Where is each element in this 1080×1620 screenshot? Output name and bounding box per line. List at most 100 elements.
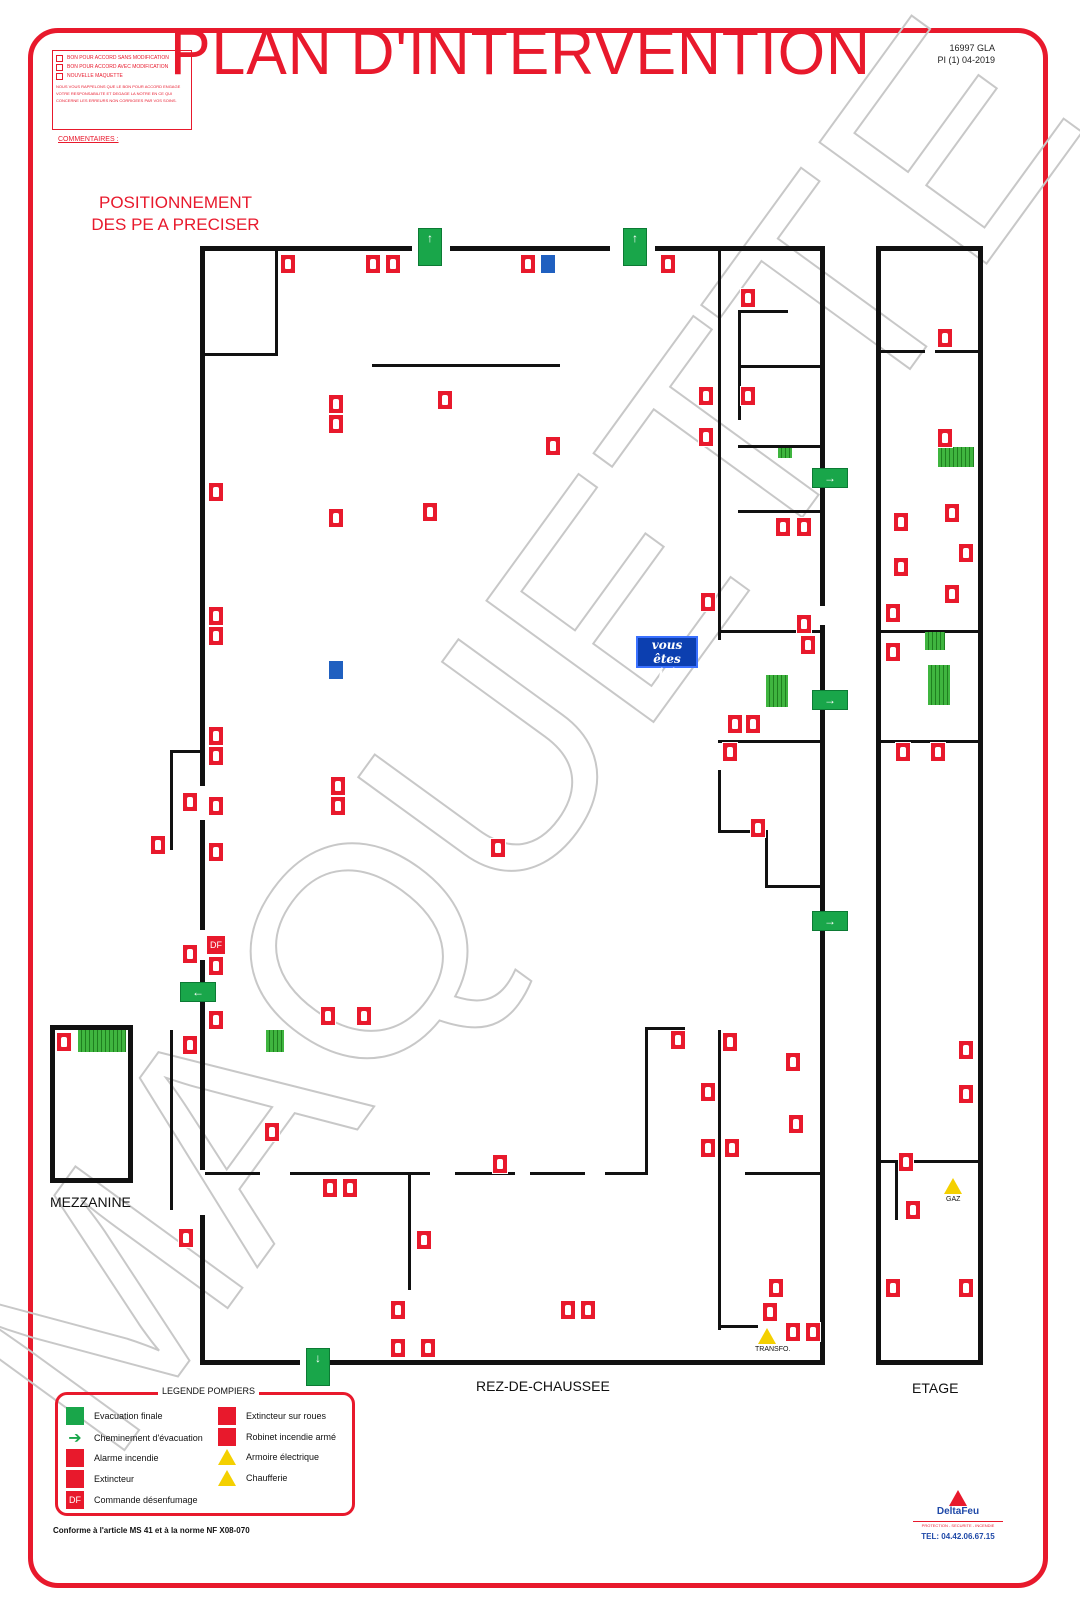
wall (895, 1160, 898, 1220)
extinguisher-icon (182, 792, 198, 812)
checkbox-icon[interactable] (56, 73, 63, 80)
company-tagline: PROTECTION - SECURITE - INCENDIE (913, 1521, 1003, 1528)
approval-option[interactable]: NOUVELLE MAQUETTE (56, 72, 188, 81)
logo-triangle-icon (949, 1490, 967, 1506)
wall (978, 246, 983, 1364)
wall (50, 1025, 55, 1183)
extinguisher-icon (182, 944, 198, 964)
alarm-icon (328, 660, 344, 680)
wall (408, 1175, 411, 1290)
ground-floor-label: REZ-DE-CHAUSSEE (476, 1378, 610, 1394)
extinguisher-icon (178, 1228, 194, 1248)
wall (745, 1172, 820, 1175)
extinguisher-icon (437, 390, 453, 410)
wall (738, 510, 823, 513)
extinguisher-icon (944, 503, 960, 523)
approval-option[interactable]: BON POUR ACCORD SANS MODIFICATION (56, 54, 188, 63)
staircase (925, 632, 945, 650)
arrow-right-icon: ➔ (68, 1430, 82, 1447)
wall (170, 750, 173, 850)
extinguisher-icon (958, 1084, 974, 1104)
extinguisher-icon (722, 1032, 738, 1052)
approval-option[interactable]: BON POUR ACCORD AVEC MODIFICATION (56, 63, 188, 72)
company-phone: TEL: 04.42.06.67.15 (921, 1532, 995, 1541)
extinguisher-icon (895, 742, 911, 762)
extinguisher-icon (520, 254, 536, 274)
smoke-control-icon: DF (207, 936, 225, 954)
company-name: DeltaFeu (936, 1506, 980, 1517)
wall (290, 1172, 430, 1175)
wall (718, 830, 768, 833)
wall (170, 1030, 173, 1210)
wall (820, 625, 825, 1365)
legend-item: Armoire électrique (218, 1449, 319, 1465)
alarm-icon (540, 254, 556, 274)
extinguisher-icon (745, 714, 761, 734)
extinguisher-icon (885, 603, 901, 623)
extinguisher-icon (740, 386, 756, 406)
exit-sign-icon: ← (180, 982, 216, 1002)
extinguisher-icon (208, 606, 224, 626)
legend-item: Alarme incendie (66, 1449, 159, 1467)
gas-warning-icon (944, 1178, 962, 1194)
extinguisher-icon (390, 1338, 406, 1358)
extinguisher-icon (328, 394, 344, 414)
wall (718, 770, 721, 830)
extinguisher-icon (208, 482, 224, 502)
extinguisher-icon (545, 436, 561, 456)
extinguisher-icon (208, 796, 224, 816)
extinguisher-icon (800, 635, 816, 655)
legend-item: Robinet incendie armé (218, 1428, 336, 1446)
wall (655, 246, 825, 251)
wall (876, 1360, 983, 1365)
extinguisher-icon (700, 1138, 716, 1158)
extinguisher-icon (898, 1152, 914, 1172)
extinguisher-icon (885, 642, 901, 662)
upper-floor-label: ETAGE (912, 1380, 959, 1396)
positioning-note: POSITIONNEMENT DES PE A PRECISER (91, 193, 260, 234)
wheeled-extinguisher-icon (218, 1407, 236, 1425)
extinguisher-icon (150, 835, 166, 855)
reference-version: PI (1) 04-2019 (937, 55, 995, 65)
wall (200, 960, 205, 1170)
extinguisher-icon (727, 714, 743, 734)
extinguisher-icon (905, 1200, 921, 1220)
wall (820, 246, 825, 606)
extinguisher-icon (937, 328, 953, 348)
extinguisher-icon (958, 1278, 974, 1298)
wall (645, 1027, 648, 1175)
extinguisher-icon (937, 428, 953, 448)
staircase (928, 665, 950, 705)
reference-code: 16997 GLA (949, 43, 995, 53)
compliance-note: Conforme à l'article MS 41 et à la norme… (53, 1526, 250, 1535)
extinguisher-icon (785, 1052, 801, 1072)
you-are-here-marker: vous êtes ici (636, 636, 698, 680)
extinguisher-icon (356, 1006, 372, 1026)
extinguisher-icon (930, 742, 946, 762)
extinguisher-icon (322, 1178, 338, 1198)
exit-sign-icon: → (812, 690, 848, 710)
wall (170, 750, 202, 753)
extinguisher-icon (208, 626, 224, 646)
wall (455, 1172, 515, 1175)
wall (718, 740, 823, 743)
extinguisher-icon (264, 1122, 280, 1142)
extinguisher-icon (768, 1278, 784, 1298)
checkbox-icon[interactable] (56, 55, 63, 62)
legend-item: ➔Cheminement d'évacuation (66, 1428, 203, 1448)
wall (935, 350, 980, 353)
exit-sign-icon (66, 1407, 84, 1425)
wall (718, 250, 721, 640)
wall (738, 310, 788, 313)
extinguisher-icon (422, 502, 438, 522)
wall (205, 353, 277, 356)
extinguisher-icon (66, 1470, 84, 1488)
plan-border (28, 28, 1048, 1588)
extinguisher-icon (785, 1322, 801, 1342)
checkbox-icon[interactable] (56, 64, 63, 71)
wall (372, 364, 560, 367)
extinguisher-icon (700, 1082, 716, 1102)
extinguisher-icon (390, 1300, 406, 1320)
extinguisher-icon (796, 614, 812, 634)
wall (765, 885, 823, 888)
